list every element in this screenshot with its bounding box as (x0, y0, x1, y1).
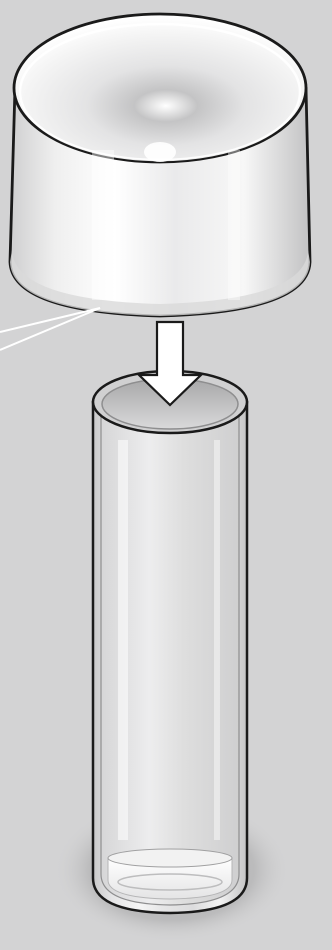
cap-side-highlight (92, 150, 114, 300)
vial (93, 371, 247, 913)
cap-dimple (144, 142, 176, 162)
vial-highlight-right (214, 440, 220, 840)
cap (10, 14, 310, 316)
vial-highlight-left (118, 440, 128, 840)
cap-side-highlight-right (228, 150, 240, 300)
vial-bottom-surface (108, 849, 232, 867)
callout-leader (0, 308, 100, 350)
